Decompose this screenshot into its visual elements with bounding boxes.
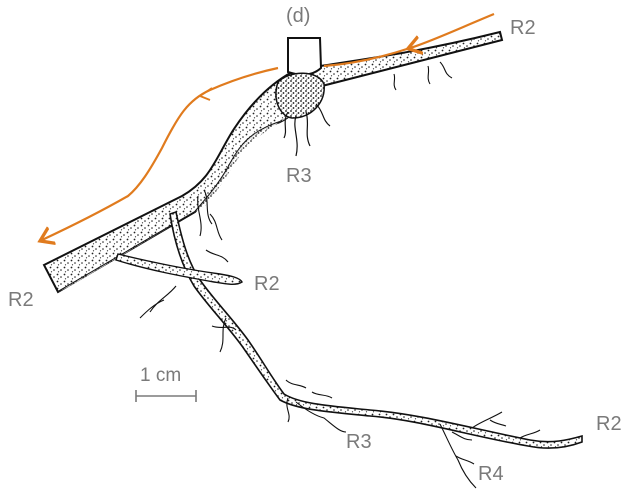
rootlets-lower	[140, 190, 540, 488]
flow-arrow-mid-head	[200, 88, 212, 100]
label-r2-left: R2	[8, 290, 34, 310]
junction-swelling	[276, 73, 324, 118]
label-r3-lower: R3	[346, 432, 372, 452]
panel-label: (d)	[286, 6, 310, 26]
middle-root-r2	[116, 254, 242, 284]
label-r2-top-right: R2	[510, 18, 536, 38]
label-r2-middle: R2	[254, 274, 280, 294]
label-r3-upper: R3	[286, 166, 312, 186]
cut-stub	[288, 38, 321, 75]
label-r4-lower: R4	[478, 464, 504, 484]
main-root-r2	[44, 32, 502, 292]
scale-bar-label: 1 cm	[140, 366, 181, 385]
descending-root-r2	[170, 212, 582, 448]
scale-bar	[136, 390, 196, 402]
label-r2-lower-right: R2	[596, 414, 622, 434]
